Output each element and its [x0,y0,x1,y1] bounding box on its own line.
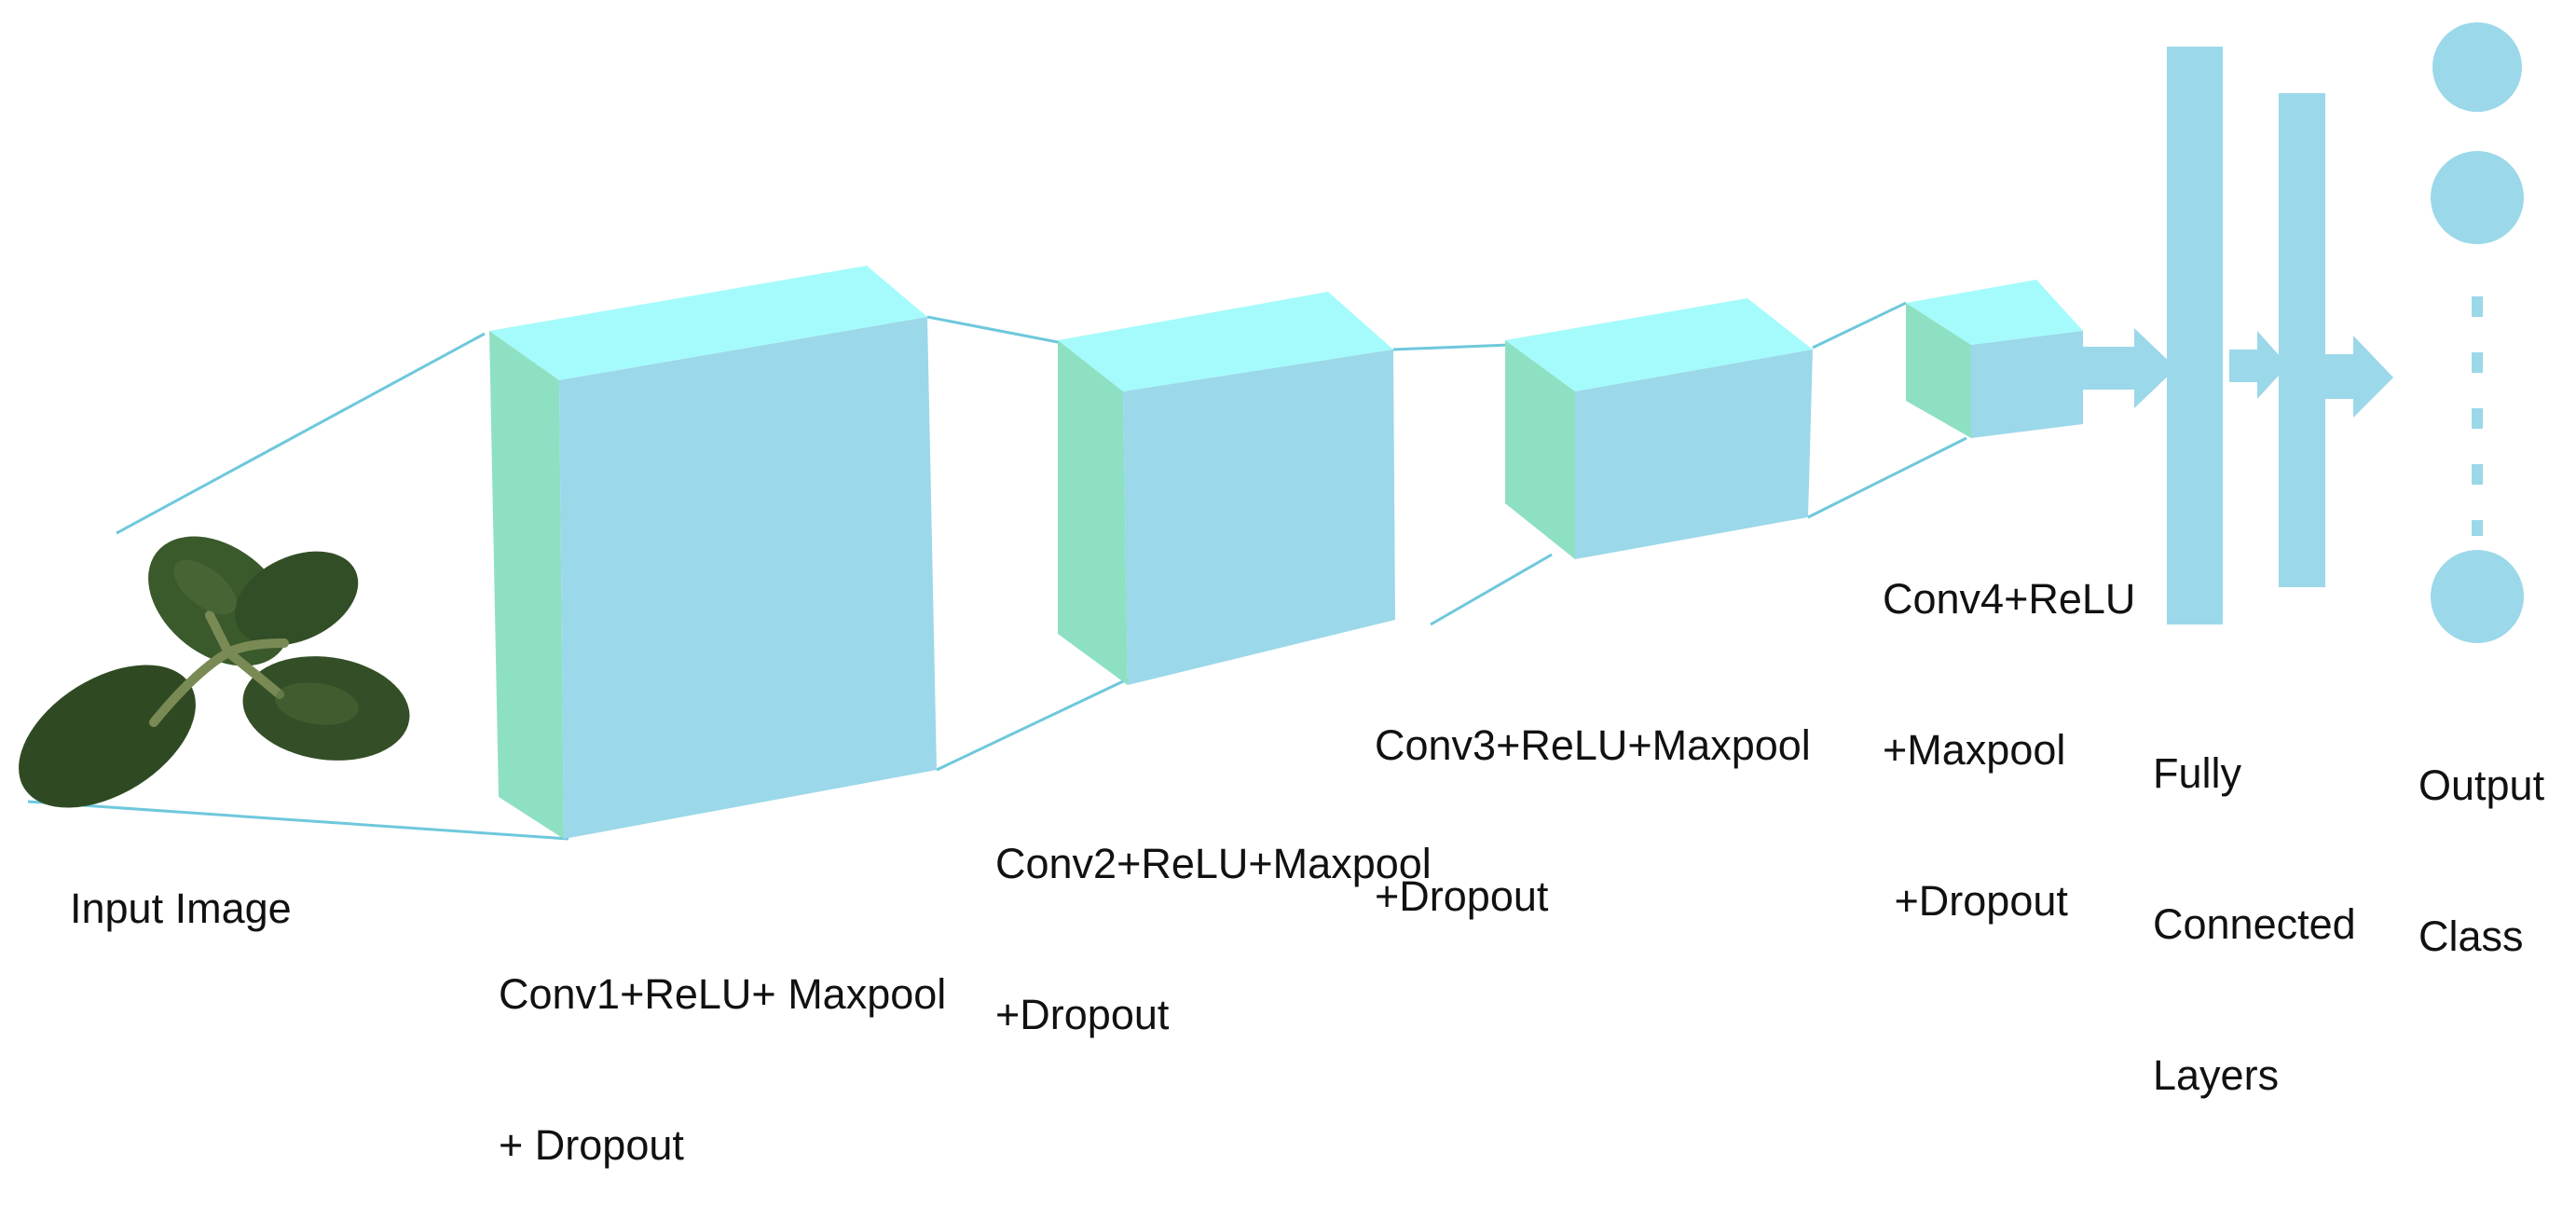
fully-connected-layer-1 [2167,47,2223,624]
conv4-block-side [1906,303,1971,438]
conv3-block [1505,298,1813,559]
conv2-label-line-2: +Dropout [995,991,1170,1038]
conv3-block-front [1575,350,1813,559]
conv1-label: Conv1+ReLU+ Maxpool + Dropout [499,869,946,1221]
connector-line [926,315,1063,345]
conv2-block-side [1058,340,1128,685]
input-image-label: Input Image [70,885,292,932]
right-arrow-icon [2325,336,2393,418]
connector-line [1812,301,1907,350]
conv1-label-line-2: + Dropout [499,1121,684,1169]
conv2-block-top [1058,292,1393,391]
output-class-label: Output Class [2418,660,2544,1012]
conv4-label: Conv4+ReLU +Maxpool +Dropout [1883,473,2135,977]
conv3-label: Conv3+ReLU+Maxpool +Dropout [1375,620,1811,972]
conv1-block [489,266,937,839]
connector-lines [27,301,1967,841]
conv3-label-line-1: Conv3+ReLU+Maxpool [1375,721,1811,769]
conv4-label-line-2: +Maxpool [1883,726,2066,774]
connector-line [1430,553,1553,626]
fully-connected-label: Fully Connected Layers [2153,648,2356,1151]
connector-line [1392,343,1511,351]
cnn-architecture-diagram [19,22,2524,841]
conv1-block-front [559,317,937,839]
conv4-label-line-1: Conv4+ReLU [1883,575,2136,623]
connector-line [1807,436,1967,519]
fc-label-line-2: Connected [2153,900,2356,948]
conv3-block-top [1505,298,1813,391]
conv4-block [1906,280,2083,438]
fc-label-line-3: Layers [2153,1051,2280,1099]
conv2-label-line-1: Conv2+ReLU+Maxpool [995,840,1432,887]
conv3-label-line-2: +Dropout [1375,872,1549,920]
conv1-block-side [489,331,564,839]
output-label-line-1: Output [2418,761,2545,809]
connector-line [116,332,486,535]
conv2-block-front [1123,350,1395,685]
conv2-block [1058,292,1395,685]
leaf-rosette-icon [19,536,410,808]
right-arrow-icon [2083,328,2176,408]
circle-node-icon [2432,22,2522,112]
conv1-block-top [489,266,927,380]
conv1-label-line-1: Conv1+ReLU+ Maxpool [499,970,947,1018]
fc-label-line-1: Fully [2153,749,2242,797]
right-arrow-icon [2229,331,2288,399]
conv4-label-line-3: +Dropout [1883,877,2068,925]
connector-line [27,800,569,841]
conv4-block-top [1906,280,2083,345]
conv4-block-front [1971,331,2083,438]
output-label-line-2: Class [2418,912,2524,960]
conv2-label: Conv2+ReLU+Maxpool +Dropout [995,738,1432,1091]
fully-connected-layer-2 [2279,93,2325,587]
circle-node-icon [2431,550,2524,643]
conv3-block-side [1505,340,1575,559]
circle-node-icon [2431,151,2524,244]
